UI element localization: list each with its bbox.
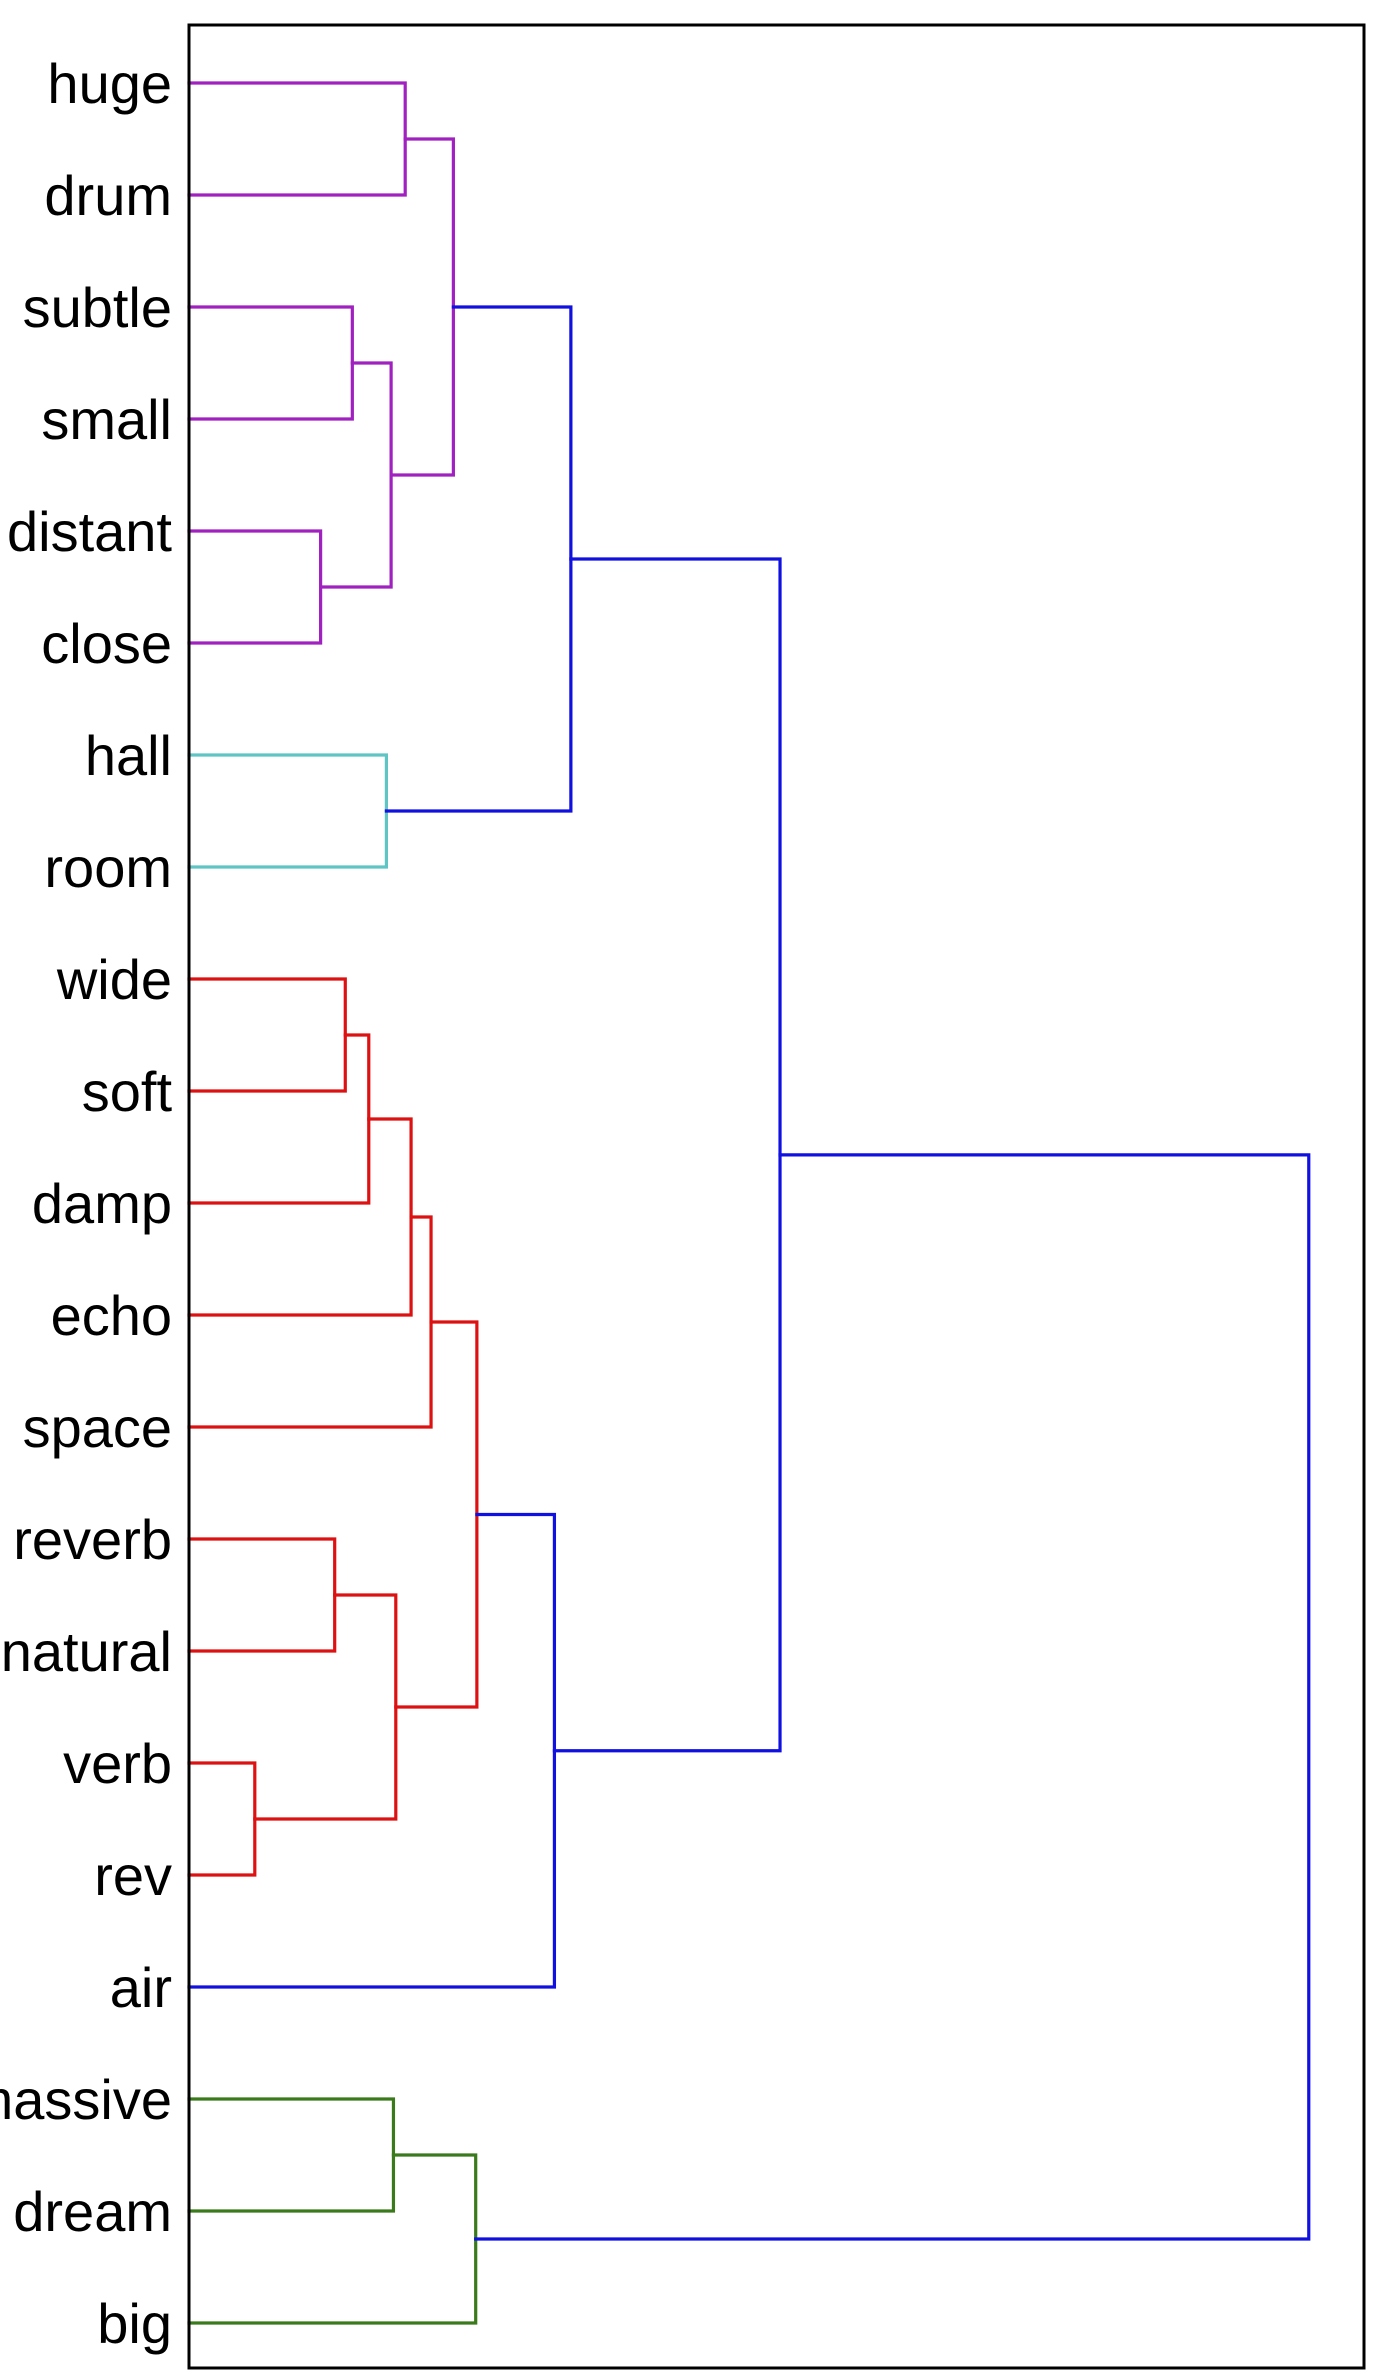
leaf-label-reverb: reverb [13,1508,172,1571]
leaf-label-drum: drum [44,164,172,227]
leaf-label-air: air [110,1956,172,2019]
leaf-labels: huge drum subtle small distant close hall room w… [0,52,172,2355]
leaf-label-small: small [41,388,172,451]
merge-link-9 [187,1117,413,1317]
leaf-label-massive: massive [0,2068,172,2131]
merge-link-3 [319,361,393,589]
merge-link-18 [187,2153,478,2325]
merge-link-1 [187,305,354,421]
merge-link-12 [187,1761,257,1877]
leaf-label-soft: soft [82,1060,173,1123]
merge-link-5 [187,753,388,869]
leaf-label-distant: distant [7,500,172,563]
leaf-label-space: space [23,1396,172,1459]
leaf-label-hall: hall [85,724,172,787]
merge-link-17 [187,2097,396,2213]
leaf-label-dream: dream [13,2180,172,2243]
merge-link-16 [552,557,782,1753]
merge-link-14 [394,1320,479,1709]
leaf-label-rev: rev [94,1844,172,1907]
leaf-label-big: big [97,2292,172,2355]
leaf-label-subtle: subtle [23,276,172,339]
merge-link-8 [187,1033,371,1205]
merge-link-15 [187,1512,557,1989]
leaf-label-room: room [44,836,172,899]
merge-link-11 [187,1537,337,1653]
merge-link-4 [389,137,455,477]
leaf-label-wide: wide [56,948,172,1011]
leaf-label-echo: echo [51,1284,172,1347]
leaf-label-verb: verb [63,1732,172,1795]
merge-link-2 [187,529,323,645]
leaf-label-natural: natural [1,1620,172,1683]
merge-link-13 [253,1593,398,1821]
merge-link-19 [474,1153,1311,2241]
merge-link-10 [187,1215,433,1429]
leaf-label-huge: huge [47,52,172,115]
dendrogram-links [187,81,1311,2325]
merge-link-7 [187,977,347,1093]
merge-link-0 [187,81,407,197]
leaf-label-damp: damp [32,1172,172,1235]
plot-frame [187,23,1366,2370]
merge-link-6 [384,305,573,813]
leaf-label-close: close [41,612,172,675]
